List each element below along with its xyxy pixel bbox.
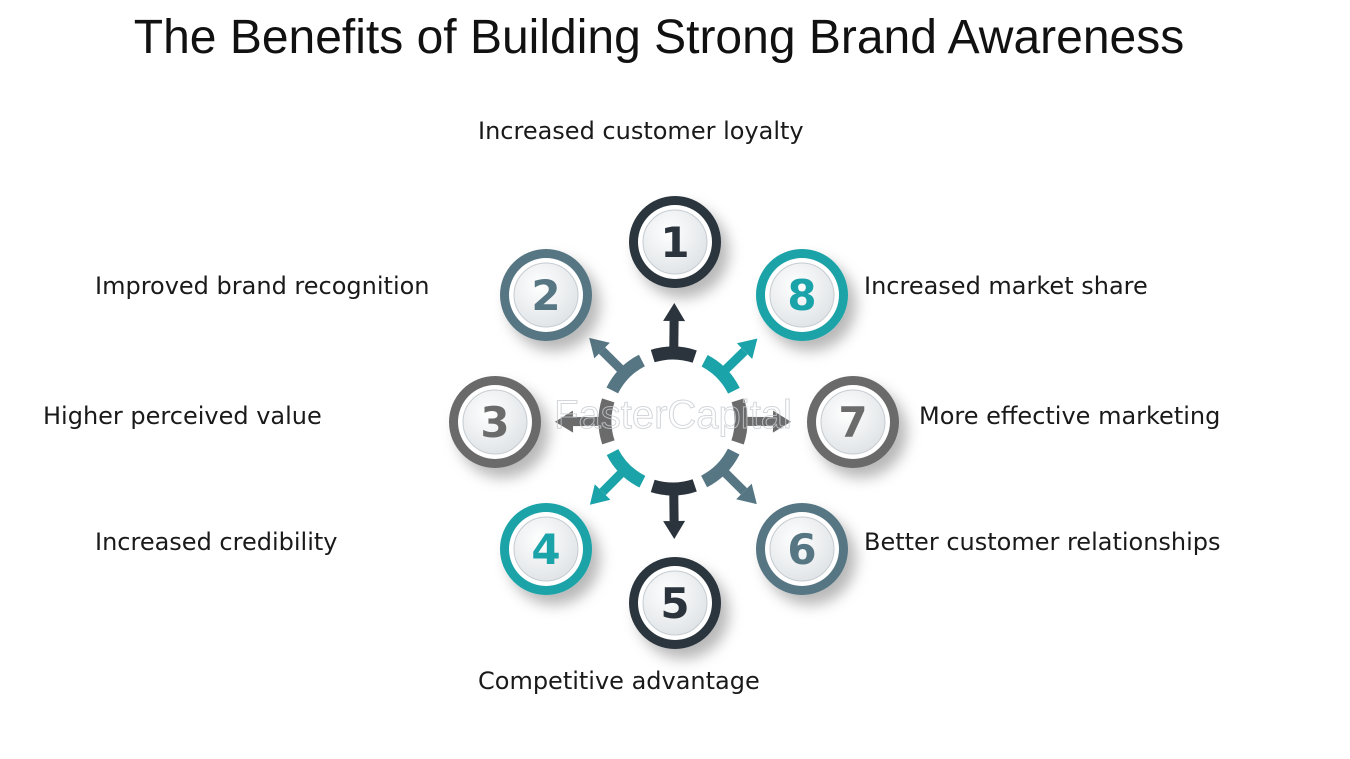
benefit-label-5: Competitive advantage	[478, 667, 760, 695]
number-disc-7: 7	[807, 376, 899, 468]
number-disc-3: 3	[449, 376, 541, 468]
arrow-6	[722, 469, 757, 505]
number-disc-8: 8	[756, 249, 848, 341]
number-disc-4: 4	[500, 503, 592, 595]
arrow-1	[663, 303, 686, 348]
ring-segment-6	[700, 448, 740, 488]
disc-number-7: 7	[838, 398, 867, 447]
disc-number-2: 2	[531, 271, 560, 320]
ring-segment-4	[606, 448, 646, 488]
ring-segment-2	[606, 354, 646, 394]
disc-number-4: 4	[531, 525, 560, 574]
number-disc-6: 6	[756, 503, 848, 595]
ring-segment-8	[701, 355, 740, 394]
ring-segment-1	[650, 346, 697, 363]
disc-number-6: 6	[787, 525, 816, 574]
ring-segment-3	[598, 398, 615, 445]
arrow-2	[589, 337, 624, 373]
arrow-7	[746, 410, 791, 433]
benefit-label-1: Increased customer loyalty	[478, 117, 804, 145]
arrow-5	[663, 494, 686, 539]
benefit-label-6: Better customer relationships	[864, 528, 1221, 556]
disc-number-8: 8	[787, 271, 816, 320]
number-disc-5: 5	[629, 557, 721, 649]
watermark-text: FasterCapital	[554, 393, 792, 437]
ring-segment-7	[731, 398, 748, 445]
disc-number-3: 3	[480, 398, 509, 447]
benefit-label-2: Improved brand recognition	[95, 272, 430, 300]
arrow-4	[589, 470, 625, 505]
disc-number-1: 1	[660, 218, 689, 267]
number-disc-2: 2	[500, 249, 592, 341]
benefit-label-3: Higher perceived value	[43, 402, 322, 430]
ring-segment-5	[650, 479, 697, 496]
arrow-3	[555, 410, 600, 433]
arrow-8	[722, 338, 758, 373]
benefit-label-8: Increased market share	[864, 272, 1148, 300]
page-title: The Benefits of Building Strong Brand Aw…	[133, 11, 1185, 64]
disc-number-5: 5	[660, 579, 689, 628]
benefit-label-7: More effective marketing	[919, 402, 1221, 430]
number-disc-1: 1	[629, 196, 721, 288]
benefit-label-4: Increased credibility	[95, 528, 338, 556]
